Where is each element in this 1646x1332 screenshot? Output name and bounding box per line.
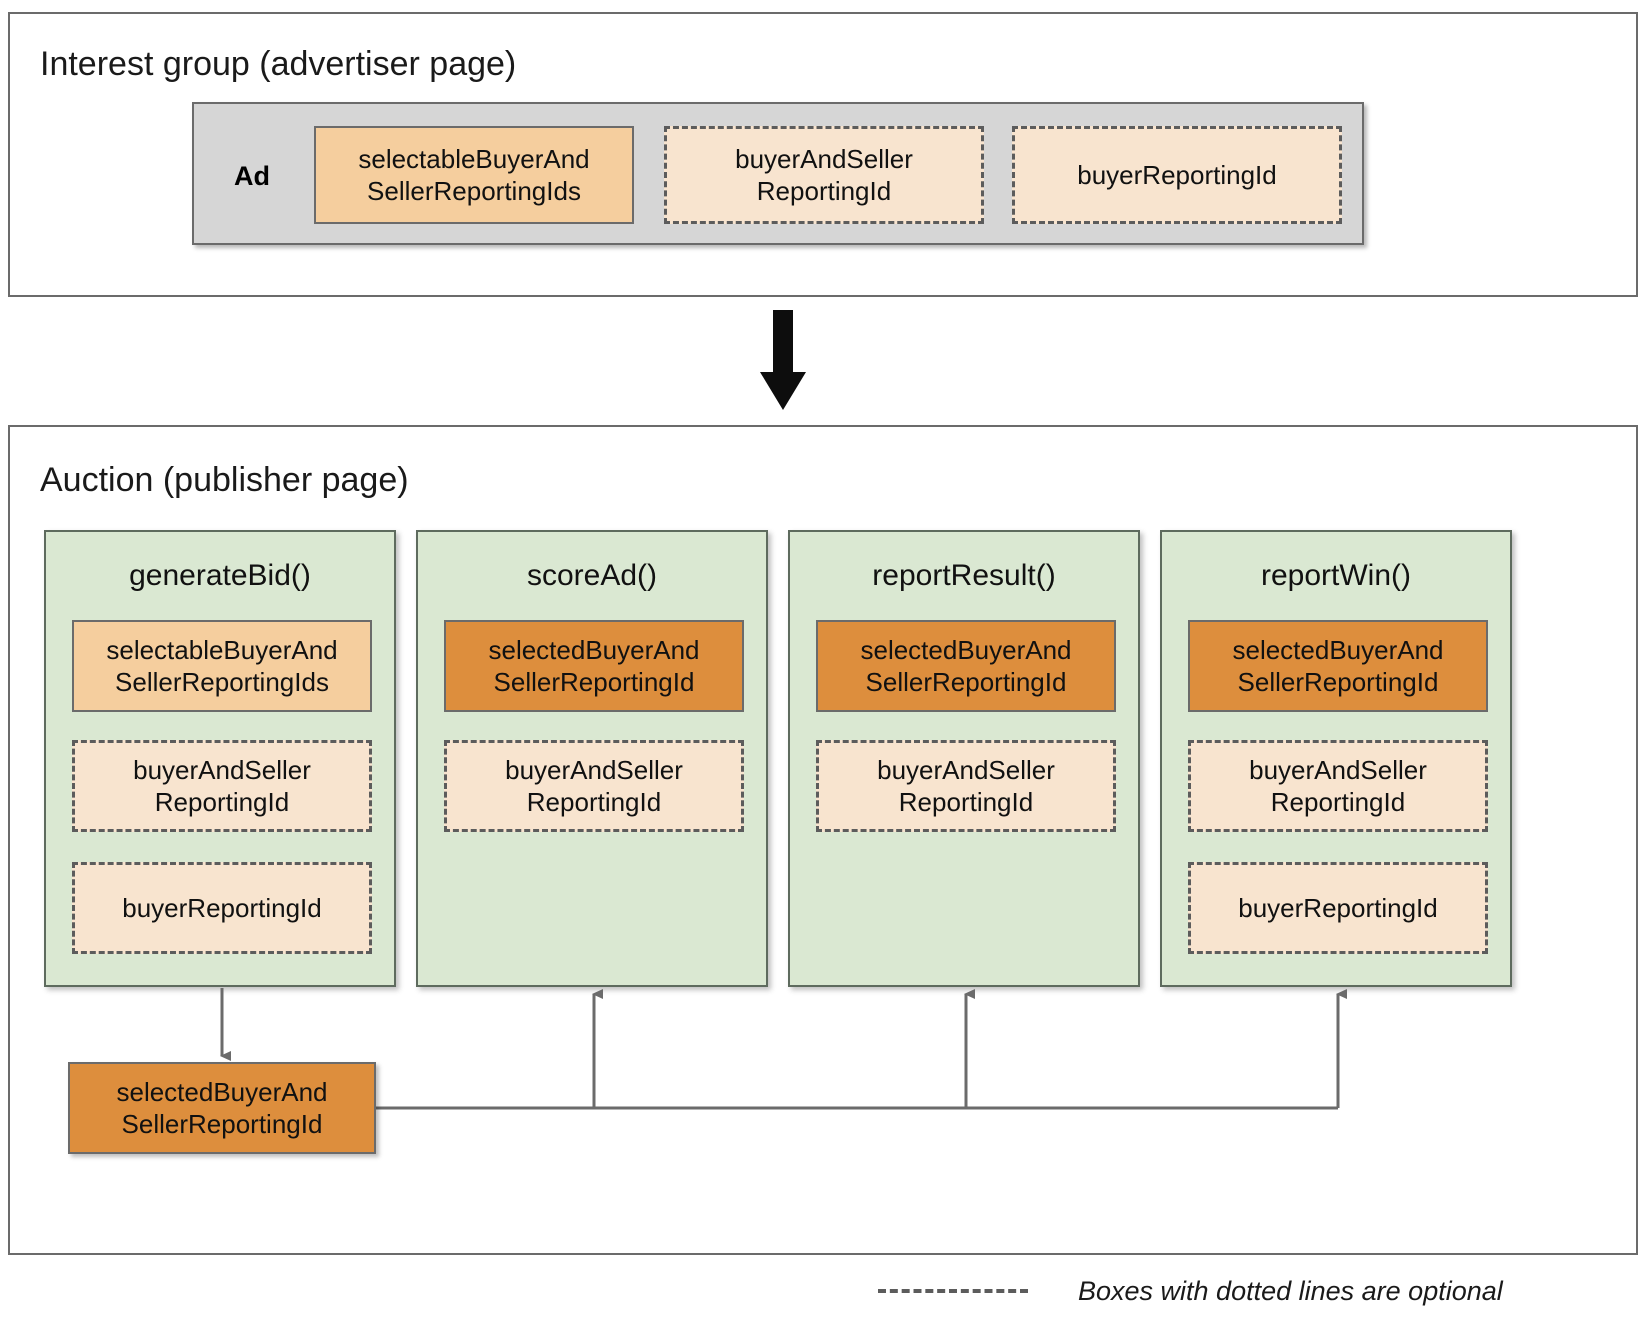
generate-bid-field-selectable-buyer-and-seller-reporting-ids: selectableBuyerAnd SellerReportingIds: [72, 620, 372, 712]
ad-field-buyer-reporting-id: buyerReportingId: [1012, 126, 1342, 224]
function-title-generate-bid: generateBid(): [129, 559, 311, 592]
generate-bid-field-buyer-reporting-id: buyerReportingId: [72, 862, 372, 954]
function-title-report-win: reportWin(): [1260, 559, 1411, 592]
generate-bid-field-buyer-and-seller-reporting-id: buyerAndSeller ReportingId: [72, 740, 372, 832]
interest-group-title: Interest group (advertiser page): [40, 45, 517, 83]
function-column-report-win: reportWin() selectedBuyerAnd SellerRepor…: [1160, 530, 1512, 987]
ad-field-buyer-and-seller-reporting-id: buyerAndSeller ReportingId: [664, 126, 984, 224]
function-column-score-ad: scoreAd() selectedBuyerAnd SellerReporti…: [416, 530, 768, 987]
report-result-field-buyer-and-seller-reporting-id: buyerAndSeller ReportingId: [816, 740, 1116, 832]
dashed-line-swatch-icon: [878, 1289, 1028, 1293]
flow-down-arrow-icon: [760, 310, 806, 410]
report-win-field-buyer-reporting-id: buyerReportingId: [1188, 862, 1488, 954]
function-title-score-ad: scoreAd(): [526, 559, 658, 592]
report-win-field-buyer-and-seller-reporting-id: buyerAndSeller ReportingId: [1188, 740, 1488, 832]
score-ad-field-selected-buyer-and-seller-reporting-id: selectedBuyerAnd SellerReportingId: [444, 620, 744, 712]
score-ad-field-buyer-and-seller-reporting-id: buyerAndSeller ReportingId: [444, 740, 744, 832]
legend: Boxes with dotted lines are optional: [878, 1268, 1618, 1314]
selected-buyer-and-seller-reporting-id-box: selectedBuyerAnd SellerReportingId: [68, 1062, 376, 1154]
function-title-report-result: reportResult(): [872, 559, 1056, 592]
ad-field-selectable-buyer-and-seller-reporting-ids: selectableBuyerAnd SellerReportingIds: [314, 126, 634, 224]
function-column-generate-bid: generateBid() selectableBuyerAnd SellerR…: [44, 530, 396, 987]
legend-text: Boxes with dotted lines are optional: [1078, 1275, 1503, 1306]
function-column-report-result: reportResult() selectedBuyerAnd SellerRe…: [788, 530, 1140, 987]
report-result-field-selected-buyer-and-seller-reporting-id: selectedBuyerAnd SellerReportingId: [816, 620, 1116, 712]
report-win-field-selected-buyer-and-seller-reporting-id: selectedBuyerAnd SellerReportingId: [1188, 620, 1488, 712]
auction-title: Auction (publisher page): [40, 461, 409, 499]
ad-container: Ad selectableBuyerAnd SellerReportingIds…: [192, 102, 1364, 245]
ad-label: Ad: [234, 161, 270, 191]
